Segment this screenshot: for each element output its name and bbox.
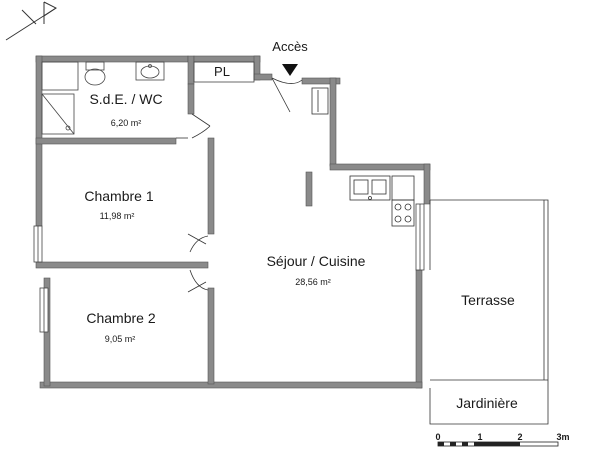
scale-tick-0: 0 — [435, 432, 440, 442]
scale-tick-1: 1 — [477, 432, 482, 442]
room-name-sde: S.d.E. / WC — [89, 91, 162, 107]
closet-pl — [193, 61, 255, 83]
entry-cabinet — [311, 87, 329, 115]
room-name-chambre1: Chambre 1 — [84, 188, 153, 204]
access-label: Accès — [272, 39, 308, 54]
scale-bar: 0 1 2 3m — [435, 432, 570, 447]
room-area-sde: 6,20 m² — [111, 118, 142, 128]
toilet-icon — [85, 61, 105, 71]
compass-icon — [5, 1, 57, 41]
scale-tick-3: 3m — [556, 432, 569, 442]
cooktop-icon — [391, 199, 415, 227]
room-area-sejour: 28,56 m² — [295, 277, 331, 287]
room-name-sejour: Séjour / Cuisine — [267, 253, 366, 269]
room-name-pl: PL — [214, 64, 230, 79]
bathroom-fixtures — [41, 61, 165, 135]
walls — [35, 55, 431, 389]
kitchen-counter — [349, 175, 415, 227]
room-name-chambre2: Chambre 2 — [86, 310, 155, 326]
room-area-chambre1: 11,98 m² — [100, 211, 135, 221]
doors — [176, 77, 303, 293]
tap-icon — [368, 196, 372, 200]
terrace-outline — [429, 199, 549, 425]
sink-icon — [135, 61, 165, 81]
room-name-jardiniere: Jardinière — [456, 395, 518, 411]
room-name-terrasse: Terrasse — [461, 292, 515, 308]
windows — [33, 203, 425, 333]
room-area-chambre2: 9,05 m² — [105, 334, 136, 344]
scale-tick-2: 2 — [517, 432, 522, 442]
shower-icon — [41, 93, 75, 135]
access-arrow-icon — [282, 64, 298, 76]
